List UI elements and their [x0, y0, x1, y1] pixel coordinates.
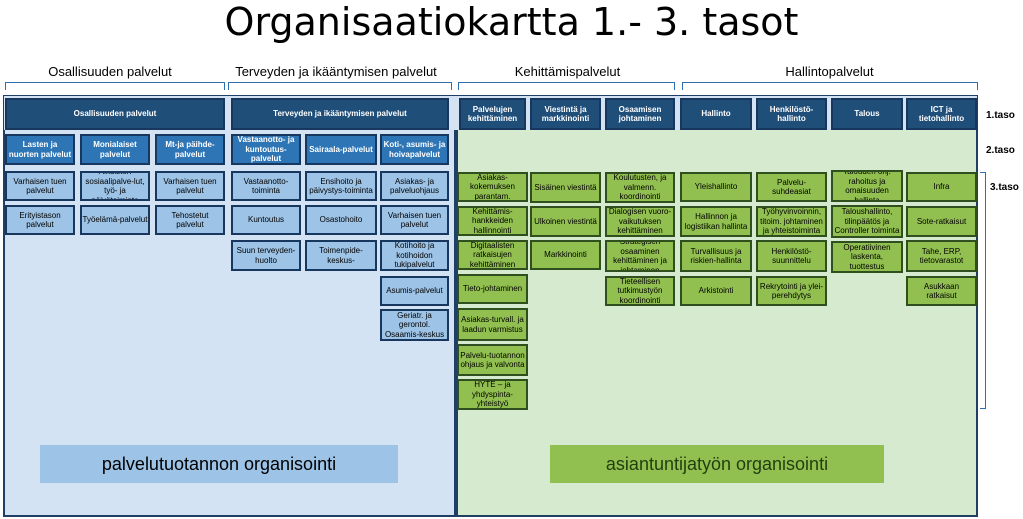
l3-kehittamishankkeet: Kehittämis-hankkeiden hallinnointi	[457, 206, 528, 236]
l3-koulutukset: Koulutusten, ja valmenn. koordinointi	[605, 172, 675, 203]
page-title: Organisaatiokartta 1.- 3. tasot	[224, 0, 799, 44]
level3-brace	[980, 172, 986, 409]
l2-sairaala: Sairaala-palvelut	[305, 134, 377, 165]
l3-osastohoito: Osastohoito	[305, 205, 377, 235]
banner-asiantuntijatyo: asiantuntijatyön organisointi	[550, 445, 884, 483]
l3-palvelutuotannon-ohjaus: Palvelu-tuotannon ohjaus ja valvonta	[457, 344, 528, 376]
section-terveys: Terveyden ja ikääntymisen palvelut	[235, 64, 437, 79]
section-brace	[5, 82, 225, 90]
l3-vastaanotto-toiminta: Vastaanotto-toiminta	[231, 171, 301, 201]
l1-ict: ICT ja tietohallinto	[906, 98, 977, 130]
l2-monialaiset: Monialaiset palvelut	[80, 134, 150, 165]
l3-asiakasturvallisuus: Asiakas-turvall. ja laadun varmistus	[457, 308, 528, 341]
l3-asukkaan-ratkaisut: Asukkaan ratkaisut	[906, 276, 977, 306]
l3-asumispalvelut: Asumis-palvelut	[380, 276, 449, 306]
l3-dialoginen: Dialogisen vuoro-vaikutuksen kehittämine…	[605, 206, 675, 237]
l3-suun-terveydenhuolto: Suun terveyden-huolto	[231, 240, 301, 271]
l3-palvelusuhdeasiat: Palvelu-suhdeasiat	[756, 172, 827, 202]
l3-operatiivinen-laskenta: Operatiivinen laskenta, tuottestus	[831, 241, 903, 273]
l3-ulkoinen-viestinta: Ulkoinen viestintä	[530, 206, 601, 237]
l3-arkistointi: Arkistointi	[680, 276, 752, 306]
l1-henkilostohallinto: Henkilöstö-hallinto	[756, 98, 827, 130]
l1-osaamisen-johtaminen: Osaamisen johtaminen	[605, 98, 675, 130]
l1-talous: Talous	[831, 98, 903, 130]
section-brace	[458, 82, 675, 90]
l3-tyohyvinvointi: Työhyvinvoinnin, titoim. johtaminen ja y…	[756, 206, 827, 237]
l2-mt-paihde: Mt-ja päihde-palvelut	[155, 134, 225, 165]
l1-hallinto: Hallinto	[680, 98, 752, 130]
l1-osallisuuden-palvelut: Osallisuuden palvelut	[5, 98, 225, 130]
l3-turvallisuus: Turvallisuus ja riskien-hallinta	[680, 240, 752, 272]
section-osallisuus: Osallisuuden palvelut	[48, 64, 172, 79]
l1-palvelujen-kehittaminen: Palvelujen kehittäminen	[459, 98, 526, 130]
section-kehittamis: Kehittämispalvelut	[514, 64, 621, 79]
l3-varhaisen-tuen-2: Varhaisen tuen palvelut	[155, 171, 225, 201]
l3-markkinointi: Markkinointi	[530, 240, 601, 270]
l3-talouden-ohjaus: Talouden ohj. rahoitus ja omaisuuden hal…	[831, 170, 903, 202]
banner-palvelutuotanto: palvelutuotannon organisointi	[40, 445, 398, 483]
l3-sote-ratkaisut: Sote-ratkaisut	[906, 206, 977, 237]
l3-tyoelama: Työelämä-palvelut	[80, 205, 150, 235]
l3-asiakas-palveluohjaus: Asiakas- ja palveluohjaus	[380, 171, 449, 201]
l3-tehostetut: Tehostetut palvelut	[155, 205, 225, 235]
l3-strateginen-osaaminen: Strategisen osaaminen kehittäminen ja jo…	[605, 240, 675, 272]
section-brace	[682, 82, 978, 90]
l2-lasten-nuorten: Lasten ja nuorten palvelut	[5, 134, 75, 165]
l3-hyte: HYTE – ja yhdyspinta-yhteistyö	[457, 379, 528, 410]
level-label-1: 1.taso	[986, 110, 1015, 121]
l3-asiakaskokemus: Asiakas-kokemuksen parantam.	[457, 172, 528, 202]
l3-rekrytointi: Rekrytointi ja ylei-perehdytys	[756, 276, 827, 306]
section-hallinto: Hallintopalvelut	[785, 64, 874, 79]
l3-tahe-erp: Tahe, ERP, tietovarastot	[906, 240, 977, 272]
l3-henkilostosuunnittelu: Henkilöstö-suunnittelu	[756, 240, 827, 272]
l3-toimenpidekeskus: Toimenpide-keskus-	[305, 240, 377, 271]
l3-taloushallinto: Taloushallinto, tilinpäätös ja Controlle…	[831, 205, 903, 238]
l3-logistiikka: Hallinnon ja logistiikan hallinta	[680, 206, 752, 237]
l3-yleishallinto: Yleishallinto	[680, 172, 752, 202]
l2-vastaanotto-kuntoutus: Vastaanotto- ja kuntoutus-palvelut	[231, 134, 301, 165]
l3-aikuisten-sosiaali: Aikuisten sosiaalipalve-lut, työ- ja päi…	[80, 171, 150, 201]
l3-infra: Infra	[906, 172, 977, 202]
l2-koti-asumis: Koti-, asumis- ja hoivapalvelut	[380, 134, 449, 165]
l3-geriatrinen: Geriatr. ja gerontol. Osaamis-keskus	[380, 309, 449, 341]
section-brace	[228, 82, 452, 90]
l1-terveyden-palvelut: Terveyden ja ikääntymisen palvelut	[231, 98, 449, 130]
l3-erityistason: Erityistason palvelut	[5, 205, 75, 235]
l1-viestinta: Viestintä ja markkinointi	[530, 98, 601, 130]
l3-tietojohtaminen: Tieto-johtaminen	[457, 274, 528, 304]
l3-varhaisen-tuen-3: Varhaisen tuen palvelut	[380, 205, 449, 235]
l3-kuntoutus: Kuntoutus	[231, 205, 301, 235]
l3-varhaisen-tuen-1: Varhaisen tuen palvelut	[5, 171, 75, 201]
l3-sisainen-viestinta: Sisäinen viestintä	[530, 172, 601, 203]
level-label-3: 3.taso	[990, 182, 1019, 193]
l3-ensihoito: Ensihoito ja päivystys-toiminta	[305, 171, 377, 201]
l3-tieteellinen-tutkimus: Tieteellisen tutkimustyön koordinointi	[605, 276, 675, 306]
l3-kotihoito: Kotihoito ja kotihoidon tukipalvelut	[380, 240, 449, 271]
level-label-2: 2.taso	[986, 145, 1015, 156]
l3-digitaaliset: Digitaalisten ratkaisujen kehittäminen	[457, 240, 528, 270]
